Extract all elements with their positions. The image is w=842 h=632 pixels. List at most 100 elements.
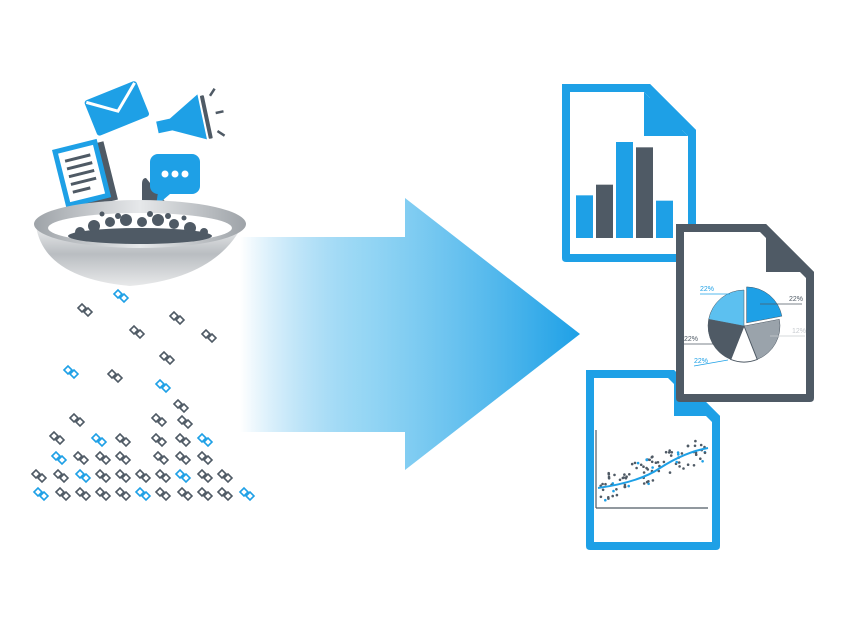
scatter-point xyxy=(693,444,697,448)
pie-chart-document-icon: 22%22%12%22%22% xyxy=(676,224,814,402)
scatter-point xyxy=(651,466,654,469)
megaphone-icon xyxy=(156,88,226,140)
scatter-point xyxy=(642,482,646,485)
scatter-point xyxy=(633,461,637,465)
pie-slice xyxy=(743,318,781,360)
scatter-point xyxy=(628,473,631,476)
scatter-point xyxy=(694,453,698,457)
scatter-point xyxy=(677,461,681,464)
bar-chart-document-icon xyxy=(562,84,696,262)
data-fragment-icon xyxy=(63,365,79,379)
scatter-point xyxy=(627,484,630,488)
data-fragment-icon xyxy=(107,369,123,383)
bar xyxy=(576,195,593,238)
bar xyxy=(656,200,673,238)
scatter-point xyxy=(625,475,628,479)
document-icon xyxy=(52,138,118,211)
data-fragment-icon xyxy=(75,487,91,501)
scatter-trend-line xyxy=(597,447,709,489)
data-fragment-icon xyxy=(75,469,91,483)
data-fragment-icon xyxy=(197,487,213,501)
scatter-point xyxy=(623,485,626,489)
scatter-point xyxy=(686,463,690,467)
scatter-point xyxy=(607,477,611,480)
scatter-point xyxy=(703,451,707,455)
data-fragment-icon xyxy=(151,413,167,427)
scatter-point xyxy=(645,466,648,470)
scatter-point xyxy=(651,479,655,482)
data-fragment-icon xyxy=(95,469,111,483)
scatter-point xyxy=(601,482,604,486)
scatter-point xyxy=(647,482,650,486)
scatter-point xyxy=(630,462,634,466)
bowl-icon xyxy=(34,200,246,286)
pie-label: 12% xyxy=(792,328,806,335)
data-fragment-icon xyxy=(155,469,171,483)
scatter-point xyxy=(670,451,674,454)
scatter-point xyxy=(642,465,645,469)
data-fragment-icon xyxy=(115,451,131,465)
pie-slice xyxy=(707,318,745,360)
data-fragment-icon xyxy=(197,469,213,483)
scatter-point xyxy=(676,451,680,454)
data-fragment-icon xyxy=(95,487,111,501)
pie-label-leader xyxy=(693,359,729,367)
data-fragment-icon xyxy=(217,469,233,483)
scatter-point xyxy=(680,452,684,455)
scatter-point xyxy=(664,450,668,454)
scatter-point xyxy=(656,461,660,464)
scatter-point xyxy=(701,460,704,463)
data-fragment-icon xyxy=(33,487,49,501)
scatter-point xyxy=(650,460,654,464)
data-fragment-icon xyxy=(135,469,151,483)
scatter-point xyxy=(615,493,619,497)
scatter-point xyxy=(639,463,643,467)
data-fragment-icon xyxy=(115,487,131,501)
data-fragment-icon xyxy=(175,433,191,447)
scatter-point xyxy=(635,466,638,470)
scatter-point xyxy=(607,497,610,500)
scatter-point xyxy=(604,482,607,486)
scatter-point xyxy=(599,495,603,499)
scatter-point xyxy=(669,454,673,457)
data-fragment-icon xyxy=(113,289,129,303)
scatter-point xyxy=(699,443,703,447)
scatter-point xyxy=(623,483,627,487)
data-fragment-icon xyxy=(31,469,47,483)
scatter-point xyxy=(636,461,640,465)
scatter-point xyxy=(699,457,702,461)
data-fragment-icon xyxy=(151,433,167,447)
scatter-point xyxy=(645,458,648,461)
scatter-point xyxy=(662,460,666,464)
data-fragment-icon xyxy=(239,487,255,501)
data-fragment-icon xyxy=(115,433,131,447)
scatter-point xyxy=(682,467,685,470)
scatter-point xyxy=(650,456,654,459)
scatter-point xyxy=(648,458,651,462)
data-fragment-icon xyxy=(53,469,69,483)
scatter-point xyxy=(692,464,696,467)
data-fragment-icon xyxy=(173,399,189,413)
data-fragment-icon xyxy=(175,451,191,465)
scatter-point xyxy=(694,439,697,443)
bar xyxy=(616,142,633,238)
scatter-point xyxy=(601,488,605,492)
scatter-point xyxy=(677,453,680,456)
scatter-point xyxy=(618,478,622,482)
scatter-point xyxy=(622,476,625,479)
scatter-point xyxy=(658,464,661,468)
pie-slice xyxy=(746,286,783,324)
scatter-point xyxy=(645,480,649,484)
data-fragment-icon xyxy=(177,487,193,501)
data-fragment-icon xyxy=(175,469,191,483)
scatter-point xyxy=(607,473,611,476)
data-fragment-icon xyxy=(197,451,213,465)
scatter-point xyxy=(611,494,614,498)
scatter-point xyxy=(654,461,658,465)
data-fragments xyxy=(31,289,255,501)
data-fragment-icon xyxy=(95,451,111,465)
pie-label: 22% xyxy=(789,296,803,303)
arrow-right-icon xyxy=(240,198,580,470)
data-fragment-icon xyxy=(51,451,67,465)
